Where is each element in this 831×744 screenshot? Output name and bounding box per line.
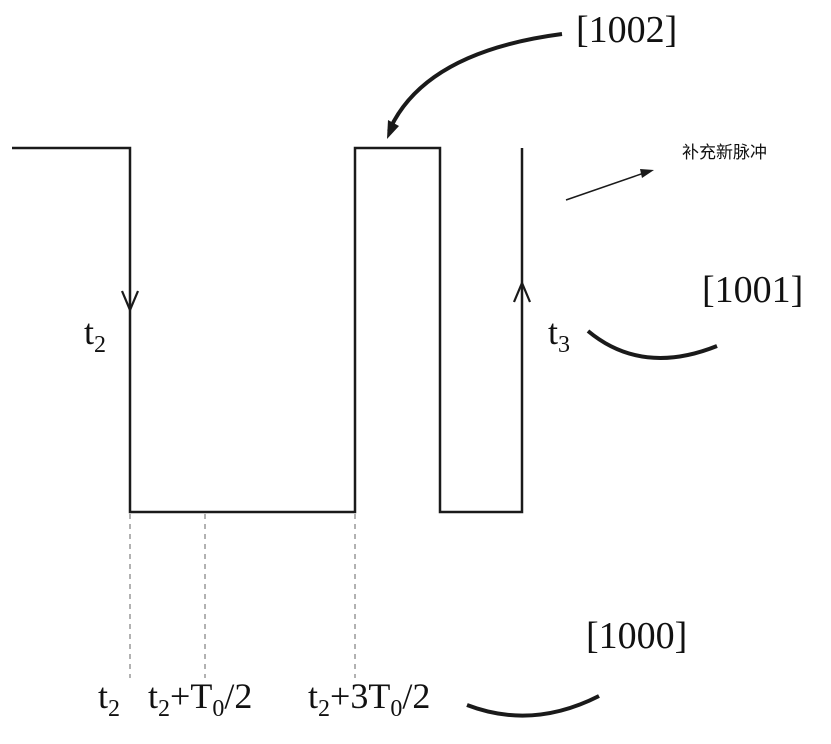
- edge-marker-t3: t3: [548, 312, 570, 358]
- reference-label-1001: [1001]: [702, 269, 803, 311]
- reference-label-1000: [1000]: [586, 615, 687, 657]
- pulse-waveform-path: [12, 146, 524, 514]
- edge-marker-t2: t2: [84, 312, 106, 358]
- axis-label-t2-half-period: t2+T0/2: [148, 676, 252, 722]
- annotation-text: 补充新脉冲: [682, 143, 767, 163]
- rising-edge-arrow-icon: [512, 280, 532, 303]
- axis-label-t2-three-half-period: t2+3T0/2: [308, 676, 430, 722]
- falling-edge-arrow-icon: [120, 290, 140, 313]
- leader-curve-1001: [586, 329, 718, 360]
- leader-arrowhead-1002-icon: [387, 120, 399, 139]
- annotation-leader-line: [565, 172, 645, 201]
- reference-label-1002: [1002]: [576, 9, 677, 51]
- annotation-arrowhead-icon: [640, 169, 654, 178]
- leader-curve-1002: [387, 32, 563, 132]
- axis-label-t2: t2: [98, 676, 120, 722]
- leader-curve-1000: [466, 694, 600, 718]
